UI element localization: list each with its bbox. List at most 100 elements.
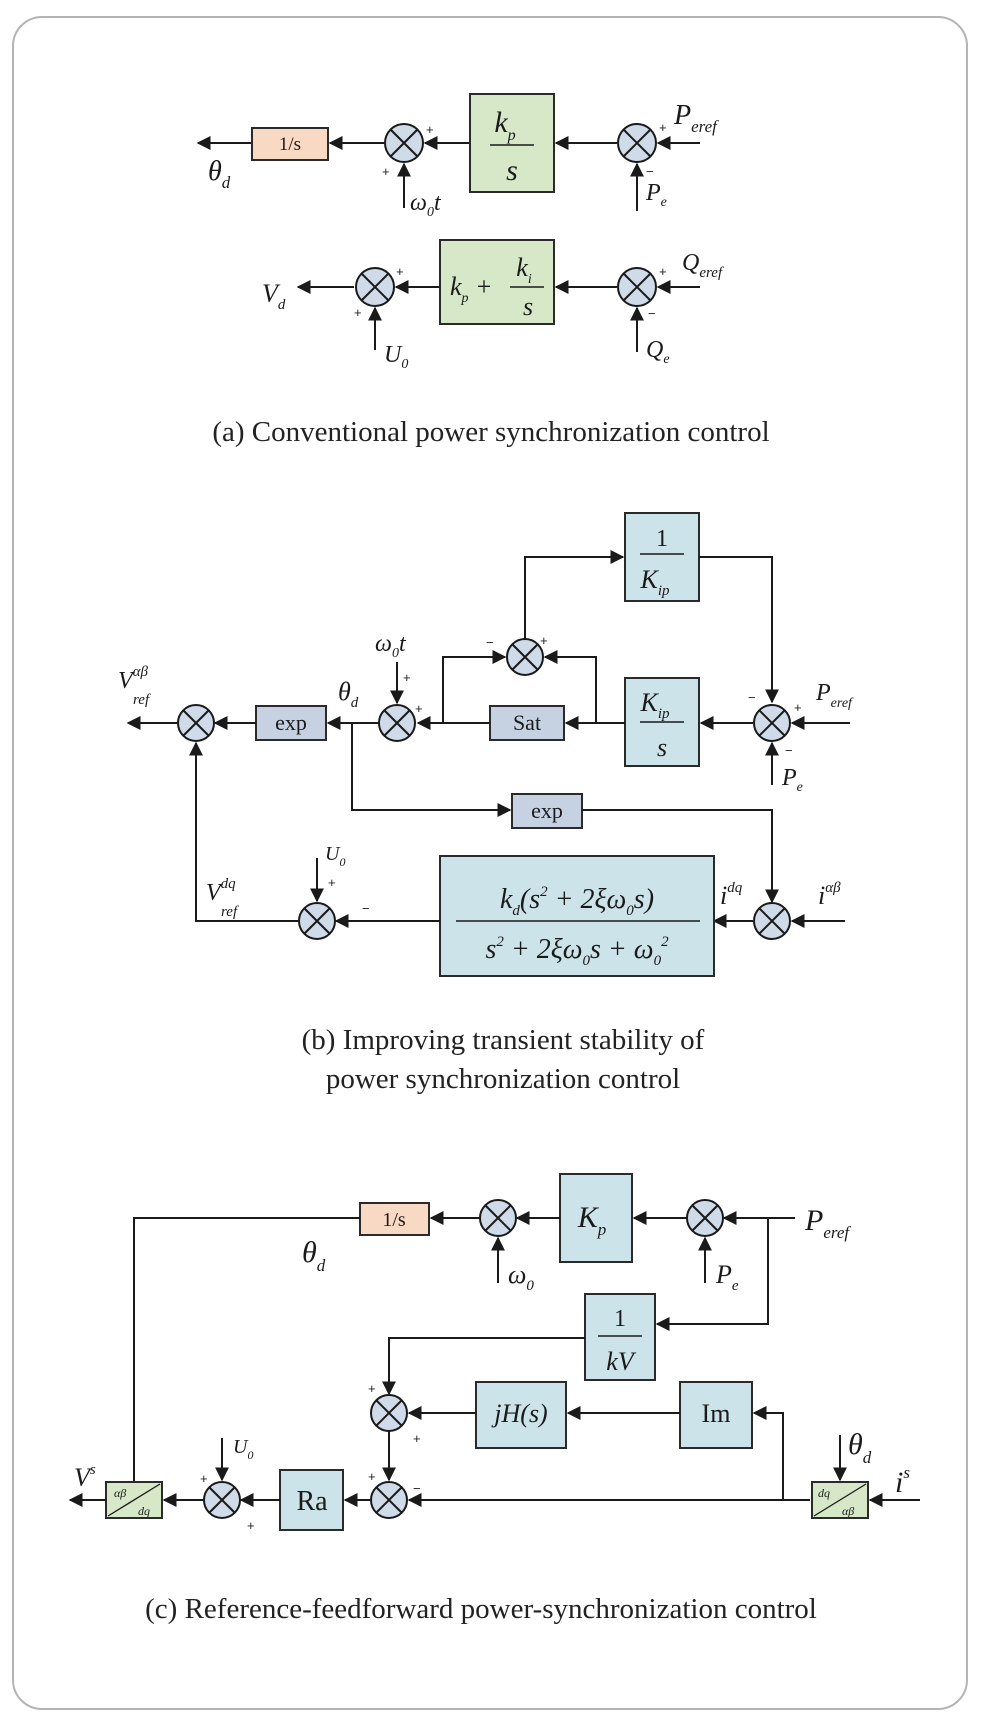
inverse-kv-block <box>584 1293 656 1381</box>
transform-bottom-label: dq <box>138 1504 150 1518</box>
sign-minus: − <box>748 690 756 705</box>
im-label: Im <box>702 1399 731 1428</box>
virtual-resistance-block <box>279 1469 344 1531</box>
p-eref-label: Peref <box>804 1204 851 1242</box>
i-s-label: is <box>895 1463 910 1499</box>
ref-sub: ref <box>133 692 151 708</box>
q-e-label: Qe <box>646 337 670 367</box>
pi-s: s <box>523 292 533 321</box>
caption-b-line1: (b) Improving transient stability of <box>302 1024 705 1056</box>
kv-denominator: kV <box>606 1347 637 1376</box>
integrator-block <box>359 1202 430 1236</box>
sign-plus: + <box>247 1518 255 1533</box>
u0-label: U0 <box>233 1436 253 1462</box>
omega0t-label: ω0t <box>410 190 442 220</box>
wire-feedforward-to-sum <box>382 1337 585 1396</box>
wire-theta-to-transform <box>127 1217 360 1507</box>
wire-sat-out-to-sum <box>442 650 507 723</box>
sign-plus: + <box>426 122 434 137</box>
transform-diagonal <box>813 1483 867 1517</box>
sign-plus: + <box>659 264 667 279</box>
inverse-kip-block <box>624 512 700 602</box>
transform-top-label: dq <box>818 1486 830 1500</box>
damping-filter-block <box>439 855 715 977</box>
caption-a: (a) Conventional power synchronization c… <box>212 416 769 448</box>
integrator-label: 1/s <box>279 134 301 155</box>
sign-minus: − <box>785 743 793 758</box>
panel-c: Peref Pe Kp ω0 1/s θd 1 kV <box>68 1173 920 1625</box>
q-eref-label: Qeref <box>682 250 724 281</box>
u0-label: U0 <box>325 843 345 869</box>
integrator-block <box>251 127 329 161</box>
sign-plus: + <box>396 264 404 279</box>
sum-junction-c-upper <box>370 1394 408 1432</box>
theta-d-label: θd <box>338 677 359 711</box>
sum-junction-a2 <box>617 123 657 163</box>
p-e-label: Pe <box>781 765 803 795</box>
v-ref-dq-label: Vdq <box>206 876 236 906</box>
exp-block-1 <box>255 705 327 741</box>
sum-junction-a3 <box>355 267 395 307</box>
sign-plus: + <box>659 120 667 135</box>
filter-denominator: s2 + 2ξω0s + ω02 <box>485 934 669 969</box>
wire-theta-to-exp2 <box>351 723 512 817</box>
jh-label: jH(s) <box>491 1399 547 1428</box>
sign-plus: + <box>368 1469 376 1484</box>
multiplier-junction-b <box>177 704 215 742</box>
panel-a: 1/s θd + + ω0t kp s + Peref − Pe Vd + + <box>196 93 770 448</box>
pi-kp: kp + <box>450 272 493 306</box>
v-d-label: Vd <box>262 279 286 313</box>
transform-bottom-label: αβ <box>842 1504 854 1518</box>
sum-junction-c-lower <box>370 1481 408 1519</box>
i-alphabeta-label: iαβ <box>818 880 841 910</box>
imag-part-block <box>679 1381 753 1449</box>
sign-plus: + <box>794 700 802 715</box>
sign-minus: − <box>362 901 370 916</box>
integrator-label: 1/s <box>382 1209 406 1231</box>
theta-d-label: θd <box>302 1236 326 1275</box>
wire-sum-to-inv-kip <box>524 550 625 639</box>
sum-junction-c-power <box>686 1199 724 1237</box>
p-eref-label: Peref <box>815 680 854 711</box>
sat-label: Sat <box>513 710 541 735</box>
exp-label: exp <box>275 710 307 735</box>
sign-plus: + <box>415 701 423 716</box>
transform-top-label: αβ <box>114 1486 126 1500</box>
transform-diagonal <box>107 1483 161 1517</box>
p-eref-label: Peref <box>673 100 719 136</box>
ra-label: Ra <box>296 1486 328 1517</box>
sign-minus: − <box>486 635 494 650</box>
sum-junction-b-theta <box>378 704 416 742</box>
sign-plus: + <box>403 670 411 685</box>
sign-minus: − <box>648 306 656 321</box>
theta-d-label: θd <box>848 1428 872 1467</box>
jh-filter-block <box>475 1381 567 1449</box>
p-e-label: Pe <box>645 180 667 210</box>
multiplier-junction-current <box>753 902 791 940</box>
kp-over-s-block <box>469 93 555 193</box>
wire-inv-kip-to-sum <box>699 556 779 704</box>
saturation-block <box>489 705 565 741</box>
sign-plus: + <box>382 164 390 179</box>
sign-plus: + <box>328 875 336 890</box>
panel-b: 1 Kip Kip s + − Peref − Pe Sat + <box>118 512 854 1095</box>
caption-c: (c) Reference-feedforward power-synchron… <box>145 1593 817 1625</box>
s-denominator: s <box>657 733 667 762</box>
sum-junction-b-power <box>753 704 791 742</box>
omega0-label: ω0 <box>508 1260 534 1294</box>
p-e-label: Pe <box>715 1260 739 1294</box>
i-dq-label: idq <box>720 880 743 910</box>
sum-junction-c-omega <box>479 1199 517 1237</box>
exp-label: exp <box>531 798 563 823</box>
v-s-label: Vs <box>74 1462 96 1492</box>
sum-junction-c-u0 <box>203 1481 241 1519</box>
s-denominator: s <box>506 154 518 187</box>
one-label: 1 <box>614 1306 626 1332</box>
one-label: 1 <box>656 526 668 552</box>
sign-minus: − <box>413 1481 421 1496</box>
ref-sub: ref <box>221 904 239 920</box>
sign-plus: + <box>368 1381 376 1396</box>
wire-vdq-to-mult <box>189 741 299 922</box>
theta-d-label: θd <box>208 156 231 192</box>
